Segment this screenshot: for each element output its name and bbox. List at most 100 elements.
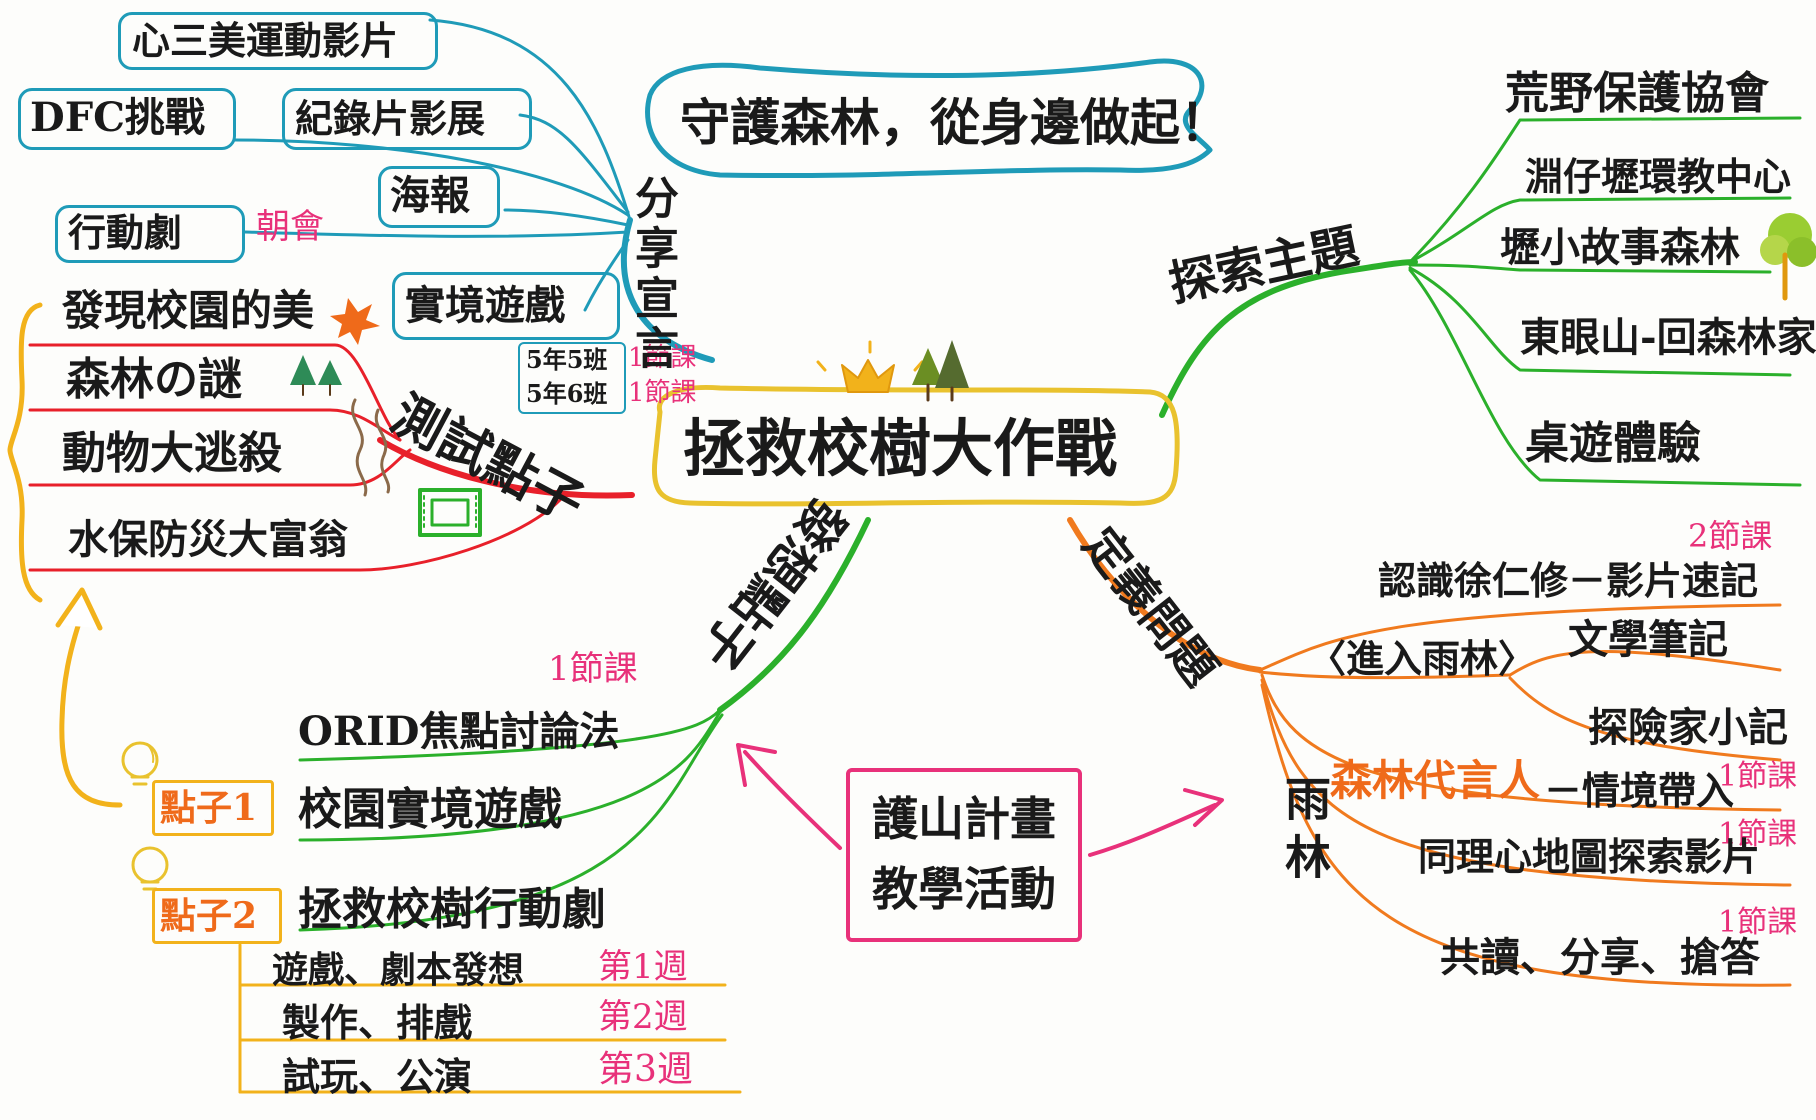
crown-icon	[816, 340, 924, 393]
squiggle-mark	[351, 398, 391, 497]
share-link-3	[518, 113, 630, 214]
share-item-box-2	[18, 88, 236, 150]
test-item-monopoly: 水保防災大富翁	[68, 516, 348, 563]
define-spokesperson: 森林代言人	[1330, 756, 1541, 805]
define-item-5: 共讀、分享、搶答	[1440, 934, 1760, 981]
share-item-documentary: 紀錄片影展	[295, 96, 486, 141]
explore-item-2: 淵仔壢環教中心	[1525, 154, 1792, 199]
define-line-4	[1260, 678, 1792, 887]
share-item-box-1	[118, 12, 438, 70]
slogan-banner	[645, 58, 1213, 179]
idea1-tag-box	[152, 780, 274, 836]
define-spokesperson-tail: －情境帶入	[1544, 768, 1735, 813]
define-branch-main	[1067, 517, 1263, 673]
define-lesson-4: 1節課	[1718, 817, 1798, 852]
share-item-poster: 海報	[390, 172, 470, 219]
orid-lesson: 1節課	[548, 649, 638, 689]
plan-line-2: 教學活動	[872, 862, 1056, 916]
define-item-1: 認識徐仁修－影片速記	[1378, 558, 1759, 603]
define-enter: 〈進入雨林〉	[1308, 636, 1537, 681]
share-note-morning: 朝會	[256, 207, 324, 247]
lightbulb-icon-2	[131, 846, 169, 891]
pine-trees-icon	[912, 340, 969, 402]
idea2-text: 拯救校樹行動劇	[298, 884, 606, 935]
explore-item-1: 荒野保護協會	[1505, 68, 1769, 119]
share-real-game: 實境遊戲	[405, 282, 565, 329]
idea1-tag: 點子1	[160, 787, 258, 829]
double-arrow-icon	[736, 743, 1224, 857]
ideation-line-idea2	[298, 713, 724, 932]
define-line-2	[1508, 650, 1782, 677]
week-label-3: 第3週	[598, 1049, 693, 1090]
class-lesson-1: 1節課	[628, 343, 697, 373]
idea2-tag-box	[152, 888, 282, 944]
define-line-enter	[1258, 670, 1512, 680]
lightbulb-icon	[121, 741, 159, 786]
explore-line-3	[1408, 263, 1772, 274]
ideation-branch-main	[717, 517, 871, 713]
week-label-1: 第1週	[598, 947, 688, 987]
define-item-2: 文學筆記	[1568, 616, 1728, 663]
explore-branch-main	[1159, 259, 1418, 418]
week-label-2: 第2週	[598, 997, 688, 1037]
share-link-1	[428, 18, 632, 222]
up-arrow-icon	[55, 587, 123, 808]
test-item-beauty: 發現校園的美	[62, 286, 315, 335]
center-title: 拯救校樹大作戰	[683, 412, 1118, 485]
define-line-spokes	[1260, 673, 1782, 812]
share-item-dfc: DFC挑戰	[30, 94, 205, 141]
class-lesson-2: 1節課	[628, 378, 697, 408]
orid-text: ORID焦點討論法	[298, 708, 620, 755]
explore-item-5: 桌遊體驗	[1525, 418, 1701, 469]
test-item-escape: 動物大逃殺	[62, 428, 282, 479]
center-box-outline	[651, 384, 1180, 507]
explore-line-5	[1408, 268, 1802, 487]
idea1-text: 校園實境遊戲	[298, 784, 562, 835]
define-line-5	[1260, 683, 1792, 987]
define-lesson-1: 2節課	[1688, 517, 1773, 555]
define-item-3: 探險家小記	[1588, 704, 1788, 751]
class-note-1: 5年5班	[526, 345, 608, 374]
share-link-6	[583, 238, 630, 312]
week-task-3: 試玩、公演	[282, 1054, 473, 1099]
share-link-4	[503, 208, 630, 227]
idea2-tag: 點子2	[160, 895, 258, 937]
week-task-1: 遊戲、劇本發想	[272, 949, 525, 991]
share-item-drama: 行動劇	[68, 210, 183, 255]
define-lesson-5: 1節課	[1718, 905, 1798, 940]
define-item-4: 同理心地圖探索影片	[1418, 834, 1761, 879]
explore-line-4	[1408, 266, 1792, 377]
week-task-2: 製作、排戲	[282, 1000, 473, 1045]
ideation-line-idea1	[298, 710, 722, 842]
plan-box-outline	[846, 768, 1082, 942]
maple-leaf-icon	[330, 298, 380, 345]
real-game-box	[392, 272, 620, 340]
share-link-2	[233, 138, 630, 217]
explore-item-4: 東眼山-回森林家	[1520, 314, 1816, 361]
tree-icon	[290, 355, 342, 396]
explore-line-1	[1408, 116, 1802, 264]
share-label: 分享宣言	[627, 175, 678, 375]
define-line-1	[1258, 603, 1782, 672]
share-item-video: 心三美運動影片	[132, 18, 399, 63]
share-item-box-5	[55, 205, 245, 263]
slogan-text: 守護森林，從身邊做起！	[680, 93, 1230, 152]
test-line-2	[28, 408, 402, 442]
define-spokesperson-lesson: 1節課	[1718, 759, 1798, 794]
explore-item-3: 壢小故事森林	[1500, 224, 1740, 271]
share-item-box-3	[282, 88, 532, 150]
tree-icon-explore	[1760, 213, 1816, 301]
test-item-mystery: 森林の謎	[66, 354, 242, 405]
film-strip-icon	[418, 488, 482, 537]
test-bracket	[7, 302, 43, 603]
ideation-line-orid	[298, 708, 722, 762]
share-item-box-4	[378, 166, 500, 228]
share-link-5	[243, 230, 630, 238]
class-note-2: 5年6班	[526, 379, 608, 408]
test-line-1	[28, 343, 402, 442]
define-rainforest: 雨林	[1278, 775, 1332, 891]
explore-line-2	[1408, 196, 1792, 264]
test-line-4	[28, 498, 562, 572]
